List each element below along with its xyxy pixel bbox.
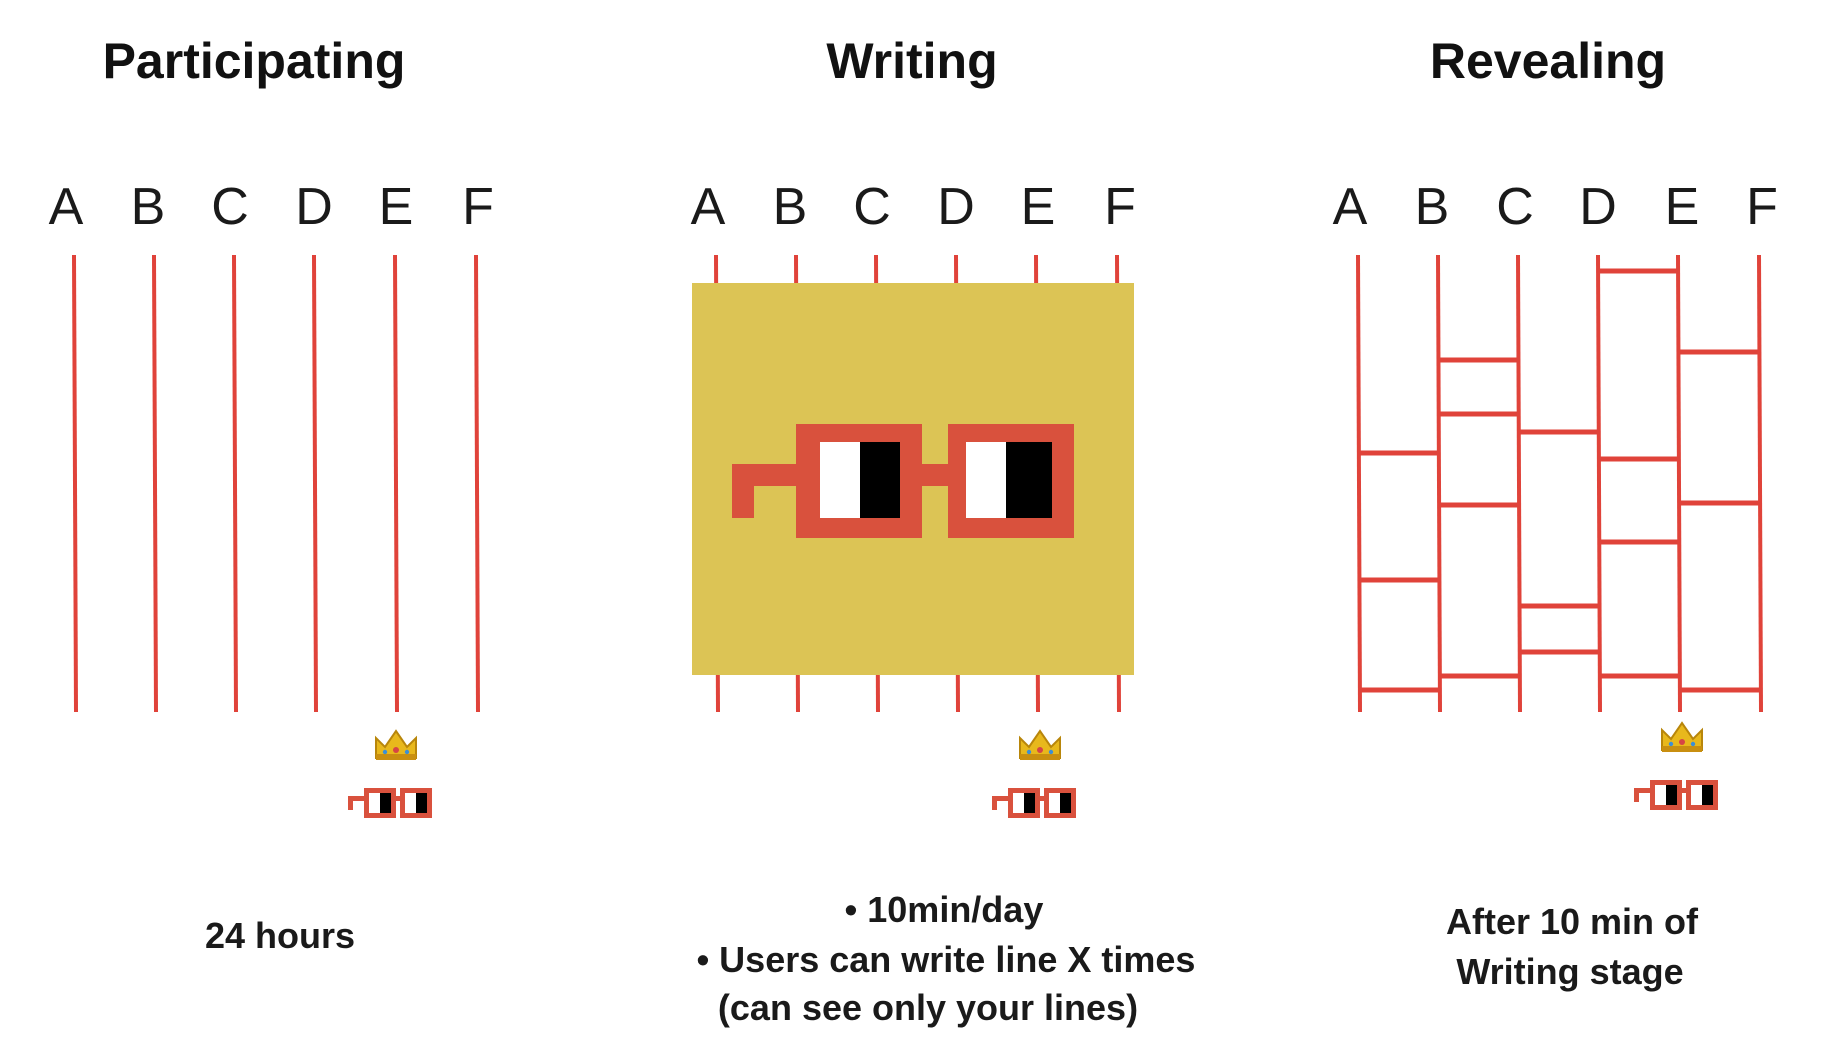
rail-a	[72, 254, 78, 713]
crown-icon	[1662, 723, 1702, 752]
column-labels: A B C D E F	[49, 178, 494, 236]
rail-b	[152, 254, 158, 713]
panel-caption-line-2: Writing stage	[1456, 951, 1683, 992]
panel-title: Writing	[826, 33, 997, 89]
column-label-d: D	[1579, 178, 1617, 236]
column-label-c: C	[211, 178, 249, 236]
column-label-c: C	[1496, 178, 1534, 236]
column-label-f: F	[462, 178, 494, 236]
panel-participating: Participating A B C D E F 24 hours	[49, 33, 494, 956]
column-label-c: C	[853, 178, 891, 236]
column-labels: A B C D E F	[1333, 178, 1778, 236]
rail-f	[1757, 254, 1763, 713]
pixel-glasses-icon	[348, 788, 432, 818]
column-label-a: A	[691, 178, 726, 236]
column-label-d: D	[937, 178, 975, 236]
pixel-glasses-icon	[1634, 780, 1718, 810]
rail-a	[1356, 254, 1362, 713]
column-labels: A B C D E F	[691, 178, 1136, 236]
rail-b	[1436, 254, 1442, 713]
rail-e	[1676, 254, 1682, 713]
panel-caption-line-1: • 10min/day	[845, 889, 1044, 930]
column-label-e: E	[1665, 178, 1700, 236]
column-label-b: B	[1415, 178, 1450, 236]
column-label-b: B	[131, 178, 166, 236]
crown-icon	[1020, 731, 1060, 760]
rail-c	[1516, 254, 1522, 713]
panel-caption-line-3: (can see only your lines)	[718, 987, 1138, 1028]
column-label-b: B	[773, 178, 808, 236]
crown-icon	[376, 731, 416, 760]
rail-e	[393, 254, 399, 713]
panel-caption-line-1: After 10 min of	[1446, 901, 1699, 942]
ladder-rails	[1356, 254, 1763, 713]
column-label-f: F	[1104, 178, 1136, 236]
panel-title: Participating	[103, 33, 406, 89]
ladder-rungs	[1359, 268, 1760, 693]
column-label-f: F	[1746, 178, 1778, 236]
rail-d	[1596, 254, 1602, 713]
panel-title: Revealing	[1430, 33, 1666, 89]
panel-writing: Writing A B C D E F	[691, 33, 1196, 1028]
ladder-rails	[72, 254, 480, 713]
column-label-a: A	[49, 178, 84, 236]
column-label-e: E	[379, 178, 414, 236]
column-label-e: E	[1021, 178, 1056, 236]
rail-c	[232, 254, 238, 713]
rail-f	[474, 254, 480, 713]
pixel-glasses-icon	[992, 788, 1076, 818]
panel-revealing: Revealing A B C D E F	[1333, 33, 1778, 992]
pixel-glasses-card-icon	[692, 283, 1134, 675]
panel-caption-line-2: • Users can write line X times	[697, 939, 1196, 980]
panel-caption: 24 hours	[205, 915, 355, 956]
rail-d	[312, 254, 318, 713]
column-label-d: D	[295, 178, 333, 236]
column-label-a: A	[1333, 178, 1368, 236]
